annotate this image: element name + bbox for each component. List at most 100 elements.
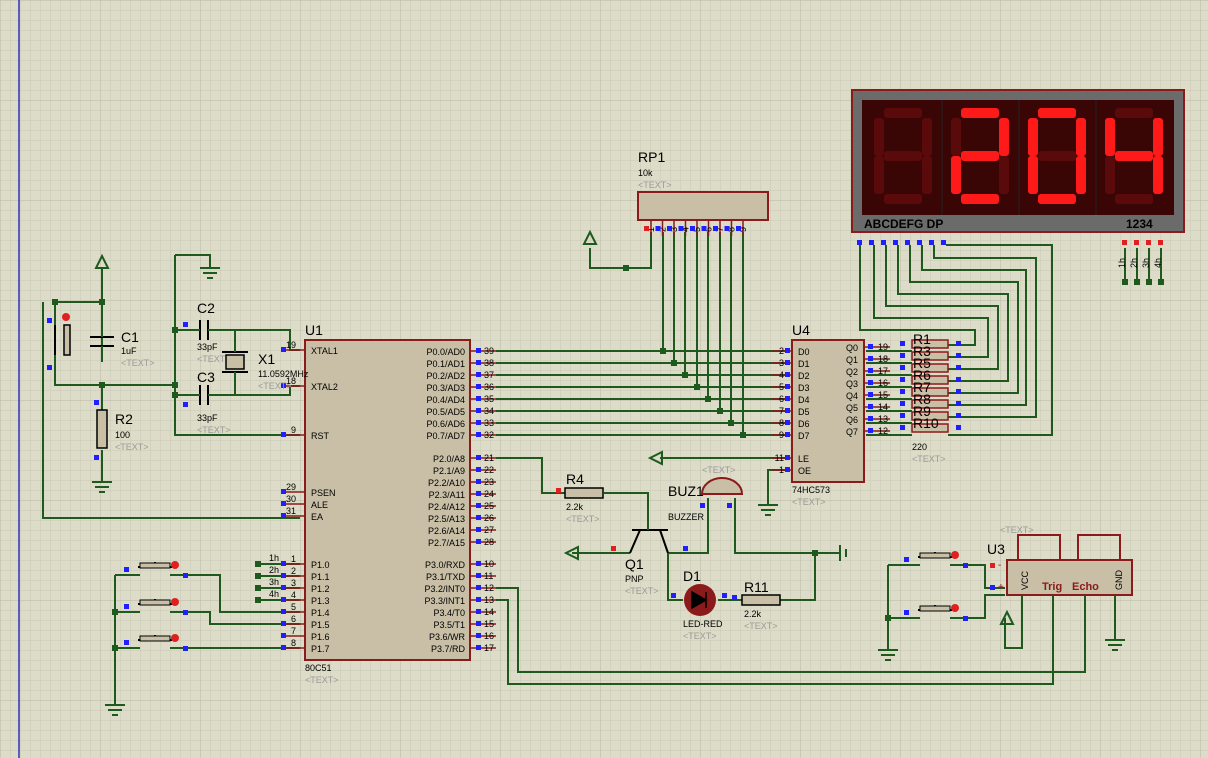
u1-pin-marker[interactable] <box>476 455 481 460</box>
u4-pin-marker[interactable] <box>785 384 790 389</box>
rp1-pin-marker[interactable] <box>644 226 649 231</box>
u4-pin-marker[interactable] <box>785 396 790 401</box>
u4-pin-marker[interactable] <box>868 428 873 433</box>
u1-pin-marker[interactable] <box>281 561 286 566</box>
rp1-pin-marker[interactable] <box>701 226 707 231</box>
rbank-resistor[interactable] <box>911 339 949 349</box>
rp1-pin-marker[interactable] <box>713 226 718 231</box>
push-button[interactable] <box>904 604 968 621</box>
power-arrow-vcc-2[interactable] <box>582 229 598 245</box>
rbank-pin-marker[interactable] <box>900 365 905 370</box>
rp1-pin-marker[interactable] <box>678 226 684 231</box>
u4-pin-marker[interactable] <box>785 455 790 460</box>
display-segment-pin[interactable] <box>857 240 862 245</box>
u1-pin-marker[interactable] <box>476 609 481 614</box>
u1-pin-marker[interactable] <box>476 597 481 602</box>
x1-crystal[interactable]: X1 11.0592MHz <TEXT> <box>222 345 309 391</box>
u4-pin-marker[interactable] <box>868 356 873 361</box>
u1-pin-marker[interactable] <box>476 515 481 520</box>
rbank-pin-marker[interactable] <box>956 377 961 382</box>
u1-pin-marker[interactable] <box>476 479 481 484</box>
rbank-resistor[interactable] <box>911 375 949 385</box>
u4-pin-marker[interactable] <box>868 416 873 421</box>
u1-pin-marker[interactable] <box>476 384 481 389</box>
rbank-resistor[interactable] <box>911 387 949 397</box>
u4-pin-marker[interactable] <box>868 380 873 385</box>
rbank-pin-marker[interactable] <box>900 353 905 358</box>
push-button[interactable] <box>904 551 968 568</box>
rbank-resistor[interactable] <box>911 423 949 433</box>
u1-pin-marker[interactable] <box>476 467 481 472</box>
power-arrow-q1[interactable] <box>563 545 579 561</box>
rbank-resistor[interactable] <box>911 351 949 361</box>
rbank-pin-marker[interactable] <box>956 413 961 418</box>
rbank-resistor[interactable] <box>911 363 949 373</box>
u1-pin-marker[interactable] <box>281 633 286 638</box>
u4-pin-marker[interactable] <box>785 408 790 413</box>
u1-pin-marker[interactable] <box>476 360 481 365</box>
display-digit-pin[interactable] <box>1134 240 1139 245</box>
rp1-pin-marker[interactable] <box>724 226 730 231</box>
u1-pin-marker[interactable] <box>476 573 481 578</box>
c3-capacitor[interactable]: C3 33pF <TEXT> <box>183 369 231 435</box>
u1-pin-marker[interactable] <box>281 597 286 602</box>
rbank-pin-marker[interactable] <box>956 353 961 358</box>
u4-pin-marker[interactable] <box>785 420 790 425</box>
c1-capacitor[interactable]: C1 1uF <TEXT> <box>90 320 155 368</box>
buz1-buzzer[interactable]: BUZ1 BUZZER <TEXT> <box>668 465 744 522</box>
c2-capacitor[interactable]: C2 33pF <TEXT> <box>183 300 231 364</box>
u3-ultrasonic-module[interactable]: U3 <TEXT> VCC Trig Echo GND + - <box>987 525 1133 596</box>
u1-pin-marker[interactable] <box>281 347 286 352</box>
rbank-pin-marker[interactable] <box>956 425 961 430</box>
d1-led[interactable]: D1 LED-RED <TEXT> <box>671 568 727 641</box>
u1-pin-marker[interactable] <box>476 348 481 353</box>
display-segment-pin[interactable] <box>941 240 946 245</box>
rbank-pin-marker[interactable] <box>956 341 961 346</box>
q1-transistor[interactable]: Q1 PNP <TEXT> <box>611 520 688 596</box>
display-digit-pin[interactable] <box>1122 240 1127 245</box>
u1-pin-marker[interactable] <box>476 633 481 638</box>
u1-pin-marker[interactable] <box>476 432 481 437</box>
u1-pin-marker[interactable] <box>281 621 286 626</box>
u4-pin-marker[interactable] <box>785 348 790 353</box>
u1-pin-marker[interactable] <box>476 561 481 566</box>
u4-pin-marker[interactable] <box>785 372 790 377</box>
u4-pin-marker[interactable] <box>868 368 873 373</box>
push-button[interactable] <box>124 561 188 578</box>
rbank-pin-marker[interactable] <box>900 377 905 382</box>
reset-button[interactable] <box>47 313 71 370</box>
rbank-pin-marker[interactable] <box>900 389 905 394</box>
push-button[interactable] <box>124 598 188 615</box>
u4-pin-marker[interactable] <box>785 467 790 472</box>
u4-pin-marker[interactable] <box>868 344 873 349</box>
u1-pin-marker[interactable] <box>476 539 481 544</box>
u1-pin-marker[interactable] <box>476 408 481 413</box>
rp1-pin-marker[interactable] <box>655 226 661 231</box>
rbank-resistor[interactable] <box>911 399 949 409</box>
rbank-pin-marker[interactable] <box>900 425 905 430</box>
u1-pin-marker[interactable] <box>281 501 286 506</box>
u1-pin-marker[interactable] <box>281 383 286 388</box>
rbank-pin-marker[interactable] <box>900 341 905 346</box>
u1-pin-marker[interactable] <box>281 513 286 518</box>
display-segment-pin[interactable] <box>893 240 898 245</box>
u1-pin-marker[interactable] <box>281 489 286 494</box>
display-segment-pin[interactable] <box>905 240 910 245</box>
rbank-pin-marker[interactable] <box>956 401 961 406</box>
display-segment-pin[interactable] <box>929 240 934 245</box>
u1-microcontroller[interactable]: U1 80C51 <TEXT> 19XTAL118XTAL29RST29PSEN… <box>269 322 496 685</box>
u1-pin-marker[interactable] <box>281 432 286 437</box>
power-arrow-le[interactable] <box>647 450 663 466</box>
power-arrow-vcc-3[interactable] <box>999 609 1015 648</box>
r4-resistor[interactable]: R4 2.2k <TEXT> <box>556 471 604 524</box>
display-segment-pin[interactable] <box>917 240 922 245</box>
u4-pin-marker[interactable] <box>785 360 790 365</box>
rbank-resistor[interactable] <box>911 411 949 421</box>
u4-pin-marker[interactable] <box>868 404 873 409</box>
u1-pin-marker[interactable] <box>281 573 286 578</box>
r2-resistor[interactable]: R2 100 <TEXT> <box>94 400 149 460</box>
rbank-pin-marker[interactable] <box>900 413 905 418</box>
rbank-pin-marker[interactable] <box>956 389 961 394</box>
